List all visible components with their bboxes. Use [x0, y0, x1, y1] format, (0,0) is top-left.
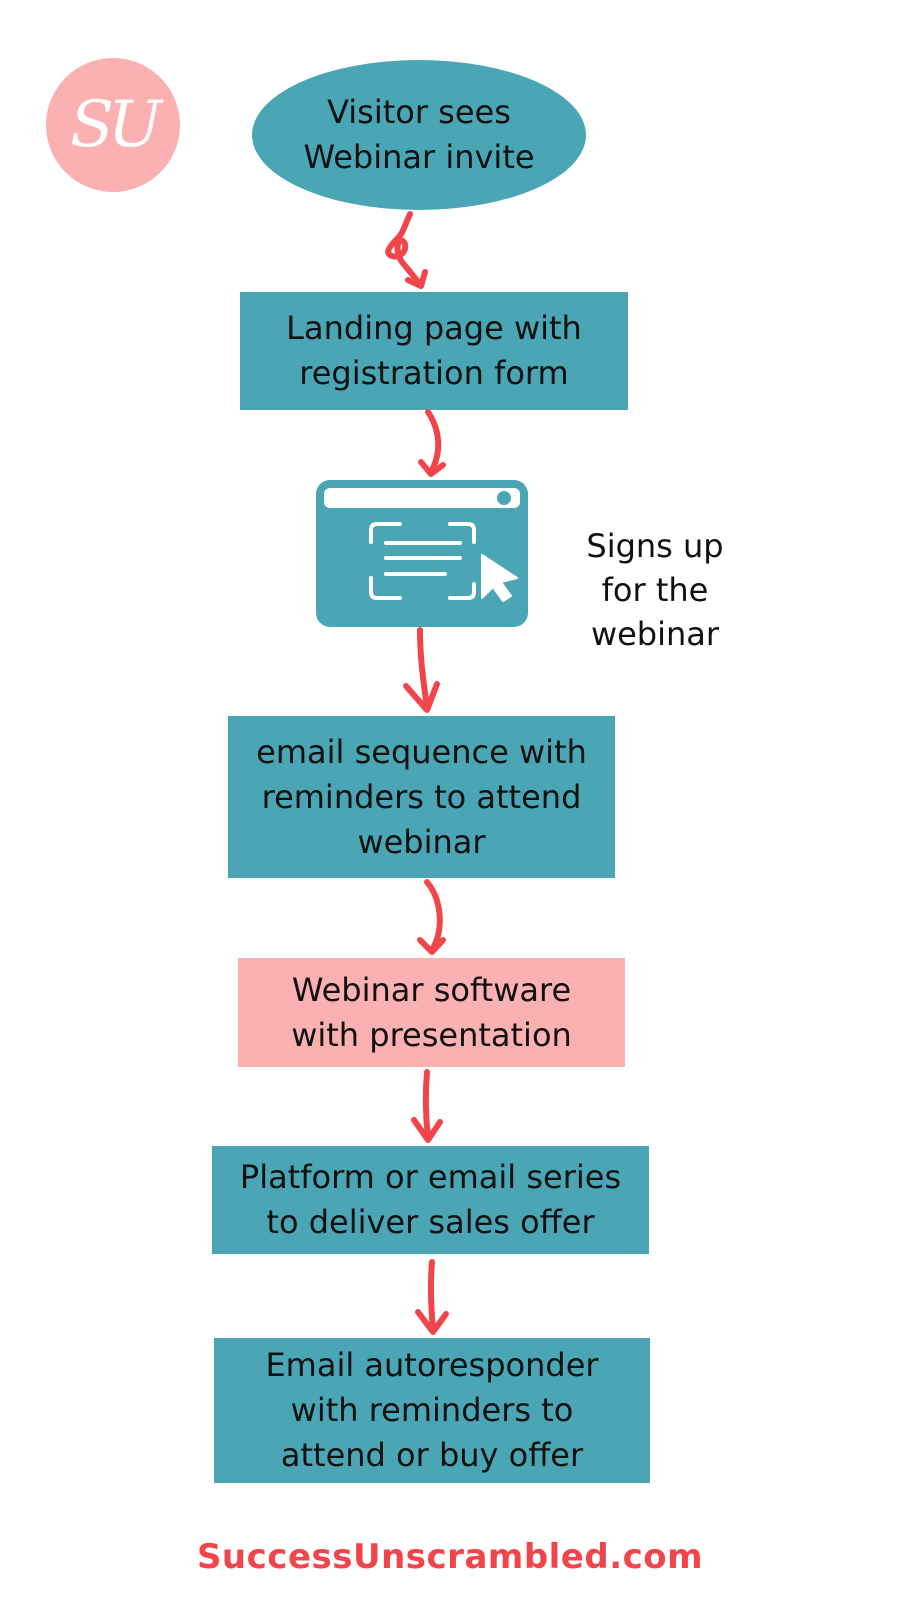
step-landing-page: Landing page with registration form [240, 292, 628, 410]
arrow-1 [385, 211, 428, 289]
step-6-label: Platform or email series to deliver sale… [239, 1158, 622, 1241]
arrow-2 [418, 409, 446, 477]
step-webinar-software: Webinar software with presentation [238, 958, 625, 1067]
arrow-3 [403, 627, 440, 713]
step-5-label: Webinar software with presentation [291, 970, 572, 1054]
step-7-label: Email autoresponder with reminders to at… [265, 1346, 599, 1474]
step-2-label: Landing page with registration form [286, 309, 582, 392]
step-1-label: Visitor sees Webinar invite [303, 93, 535, 176]
step-visitor-sees-invite: Visitor sees Webinar invite [252, 60, 586, 210]
step-platform-sales-offer: Platform or email series to deliver sale… [212, 1146, 649, 1254]
footer-website: SuccessUnscrambled.com [196, 1537, 704, 1577]
logo-text: SU [70, 88, 162, 162]
logo: SU [46, 58, 180, 196]
step-email-autoresponder: Email autoresponder with reminders to at… [214, 1338, 650, 1483]
logo-circle-icon [46, 58, 180, 192]
arrow-4 [417, 879, 446, 955]
arrow-5 [411, 1069, 443, 1143]
arrow-6 [415, 1259, 449, 1335]
signs-up-label: Signs up for the webinar [586, 527, 724, 653]
step-email-sequence: email sequence with reminders to attend … [228, 716, 615, 878]
step-4-label: email sequence with reminders to attend … [256, 732, 587, 861]
browser-form-cursor-icon [316, 480, 528, 627]
